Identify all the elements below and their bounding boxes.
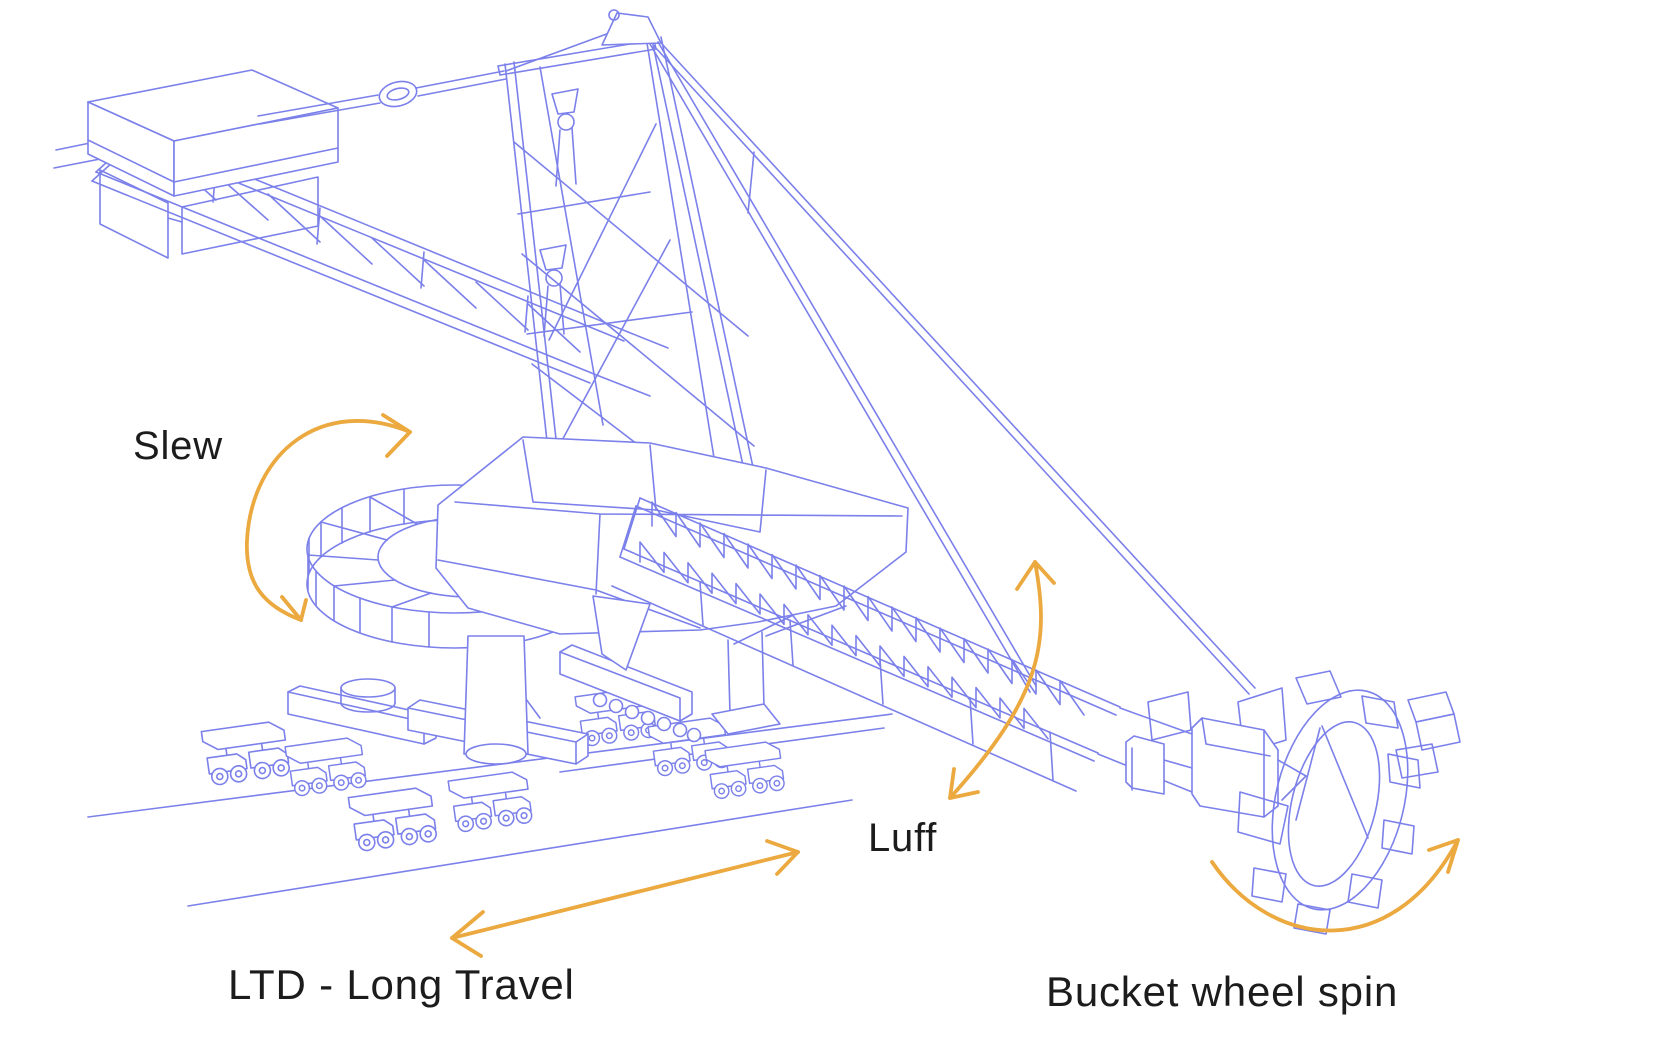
luff-arrow (948, 560, 1056, 800)
undercarriage (287, 601, 847, 745)
long-travel-arrow (450, 839, 800, 958)
annotation-arrows (245, 413, 1460, 958)
luff-label: Luff (868, 816, 937, 860)
long-travel-label: LTD - Long Travel (228, 961, 575, 1008)
boom-head (1097, 687, 1307, 818)
stay-cables (649, 41, 1256, 695)
machine-drawing (53, 9, 1461, 935)
counterweight-boom (53, 31, 669, 397)
labels: Slew Luff LTD - Long Travel Bucket wheel… (133, 424, 1398, 1015)
bucket-wheel-spin-label: Bucket wheel spin (1046, 968, 1398, 1015)
bucket-wheel (1237, 670, 1461, 935)
conveyor-boom (611, 497, 1121, 792)
slew-arrow (245, 413, 412, 622)
slew-label: Slew (133, 424, 223, 468)
machine-house (407, 436, 909, 765)
tower-mast (497, 9, 770, 546)
bucket-wheel-spin-arrow (1210, 838, 1460, 933)
